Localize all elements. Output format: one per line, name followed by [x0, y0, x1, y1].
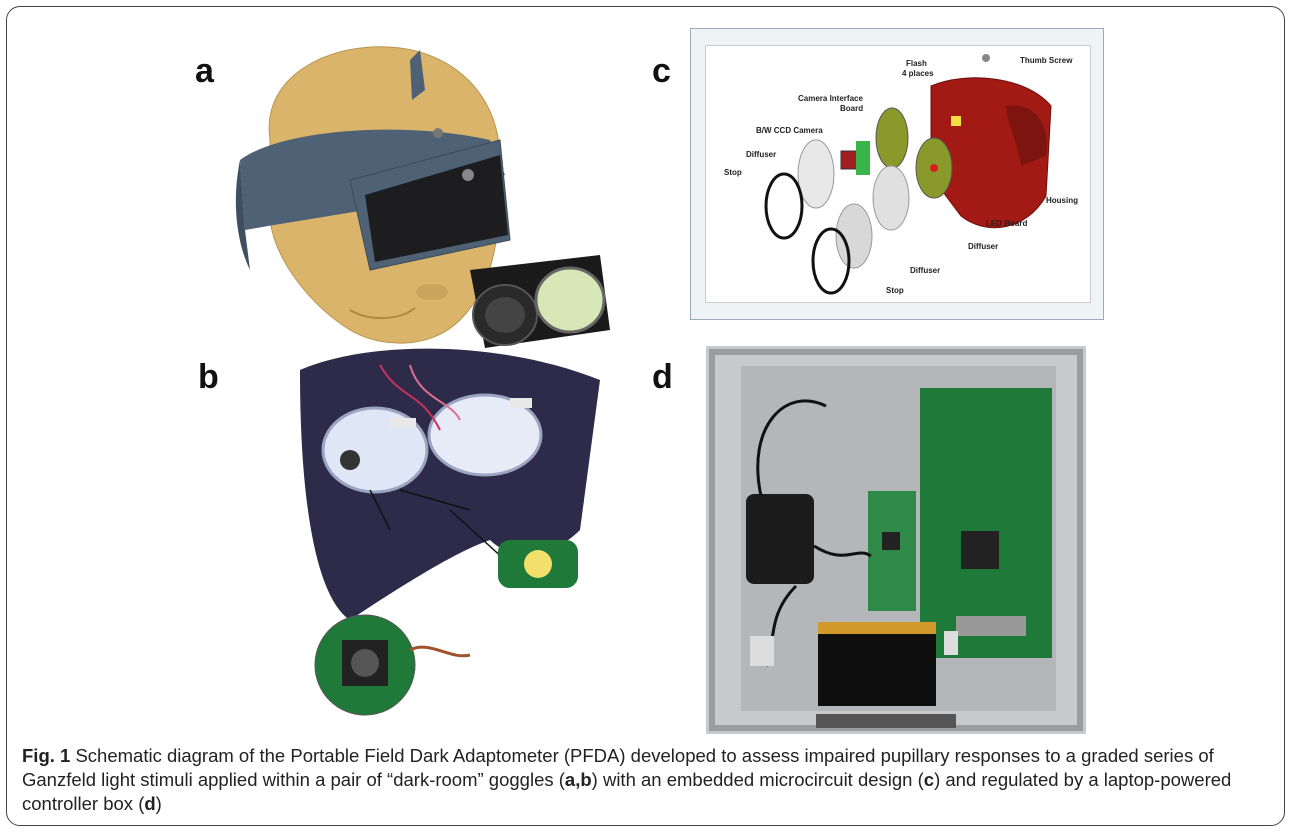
label-stop-left: Stop: [724, 168, 742, 177]
label-camera-interface: Camera Interface: [798, 94, 863, 103]
figure-caption: Fig. 1 Schematic diagram of the Portable…: [22, 744, 1272, 816]
panel-d-controller-box-photo: [706, 346, 1086, 734]
figure-frame: [6, 6, 1285, 826]
panel-label-c: c: [652, 52, 671, 90]
label-housing: Housing: [1046, 196, 1078, 205]
panel-label-b: b: [198, 358, 219, 396]
caption-text-3: ) and regulated by a laptop-powered cont…: [22, 769, 1232, 814]
schematic-canvas: Thumb Screw Flash 4 places Camera Interf…: [705, 45, 1091, 303]
panel-c-exploded-schematic: Thumb Screw Flash 4 places Camera Interf…: [690, 28, 1104, 320]
label-thumb-screw: Thumb Screw: [1020, 56, 1073, 65]
led-board-photo: [498, 540, 578, 588]
caption-text-2: ) with an embedded microcircuit design (: [591, 769, 924, 790]
caption-text-1: Schematic diagram of the Portable Field …: [22, 745, 1214, 790]
goggle-render: [235, 50, 511, 271]
caption-text-4: ): [155, 793, 162, 814]
usb-hub: [746, 494, 814, 584]
main-pcb: [920, 388, 1052, 658]
camera-board-photo: [314, 614, 471, 716]
panel-b-goggle-hardware-photo: [300, 348, 600, 716]
panel-label-d: d: [652, 358, 673, 396]
goggle-insert-render: [470, 255, 610, 348]
label-stop-bottom: Stop: [886, 286, 904, 295]
schematic-drawing: [764, 54, 1052, 295]
panel-label-a: a: [195, 52, 214, 90]
label-camera-interface-board: Board: [840, 104, 864, 113]
label-diffuser-right: Diffuser: [968, 242, 999, 251]
panel-a-goggles-illustration: [235, 46, 610, 348]
label-ccd-camera: B/W CCD Camera: [756, 126, 823, 135]
label-diffuser-bottom: Diffuser: [910, 266, 941, 275]
label-diffuser-top: Diffuser: [746, 150, 777, 159]
caption-ref-d: d: [144, 793, 156, 814]
caption-fig-label: Fig. 1: [22, 745, 71, 766]
label-flash: Flash: [906, 59, 927, 68]
caption-ref-ab: a,b: [564, 769, 592, 790]
battery-pack: [818, 622, 936, 706]
caption-ref-c: c: [923, 769, 935, 790]
label-led-board: LED Board: [986, 219, 1028, 228]
interface-board: [868, 491, 916, 611]
label-flash-places: 4 places: [902, 69, 934, 78]
